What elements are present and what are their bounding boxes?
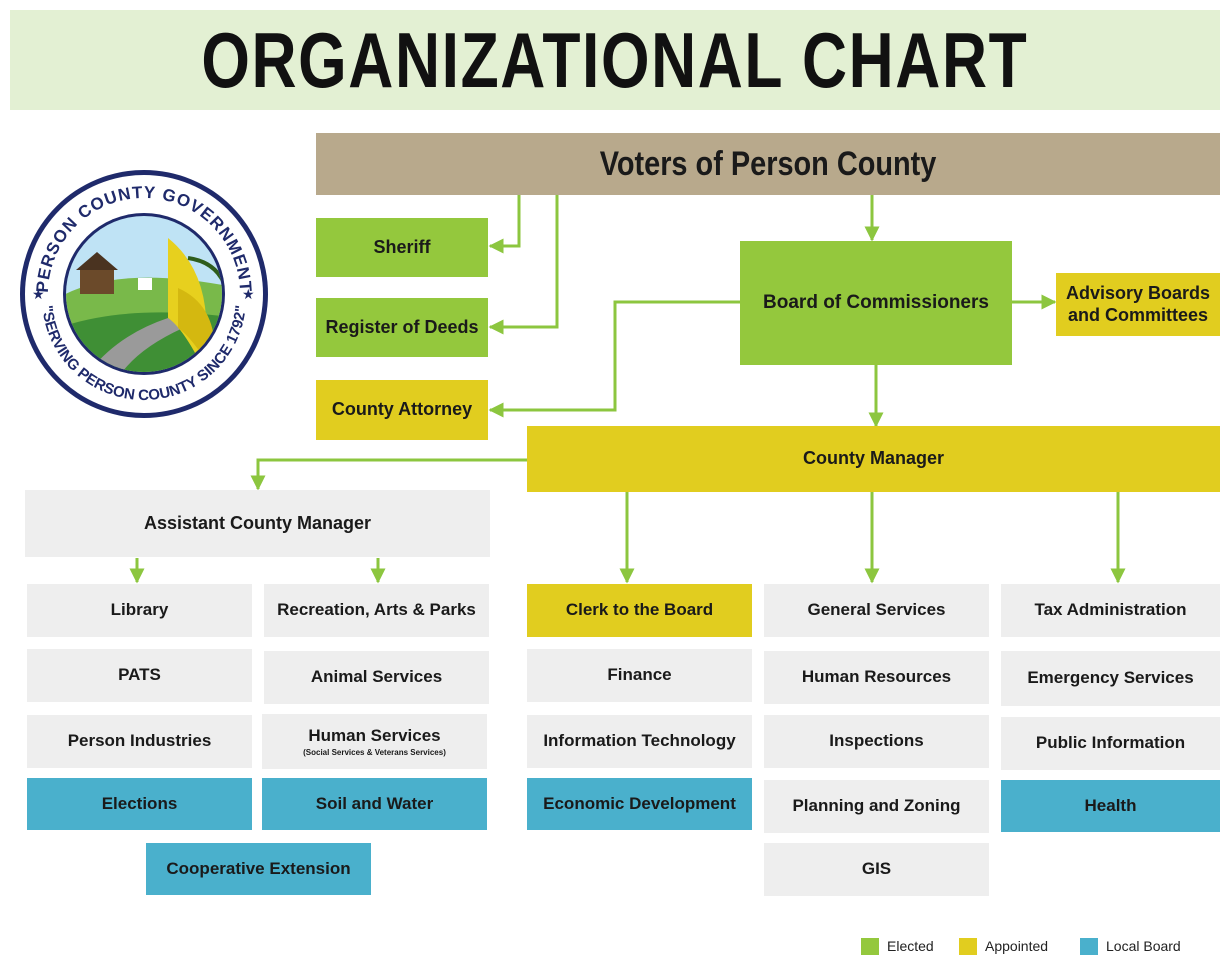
dept-human-resources: Human Resources [764, 651, 989, 704]
dept-library: Library [27, 584, 252, 637]
dept-public-information-label: Public Information [1035, 733, 1186, 753]
advisory-boards-label-line2: and Committees [1067, 304, 1209, 325]
dept-health: Health [1001, 780, 1220, 832]
county-attorney-box: County Attorney [316, 380, 488, 440]
register-of-deeds-box: Register of Deeds [316, 298, 488, 357]
county-attorney-label: County Attorney [331, 399, 473, 420]
dept-human-services-label: Human Services [308, 725, 441, 745]
legend-elected-swatch [861, 938, 879, 955]
legend-elected-label: Elected [887, 938, 934, 954]
dept-animal-services-label: Animal Services [310, 667, 443, 687]
chart-title: ORGANIZATIONAL CHART [201, 15, 1029, 104]
legend-appointed-label: Appointed [985, 938, 1049, 954]
legend-local-board-label: Local Board [1106, 938, 1181, 954]
dept-economic-development-label: Economic Development [543, 793, 736, 813]
dept-planning-and-zoning-label: Planning and Zoning [792, 796, 961, 816]
legend-appointed: Appointed [959, 938, 1048, 955]
county-seal: PERSON COUNTY GOVERNMENT "SERVING PERSON… [20, 170, 268, 418]
dept-finance-label: Finance [607, 665, 672, 685]
dept-recreation-label: Recreation, Arts & Parks [277, 600, 476, 620]
dept-soil-and-water-label: Soil and Water [315, 793, 434, 813]
legend-local-board-swatch [1080, 938, 1098, 955]
legend-elected: Elected [861, 938, 934, 955]
dept-information-technology: Information Technology [527, 715, 752, 768]
dept-library-label: Library [110, 600, 169, 620]
legend-appointed-swatch [959, 938, 977, 955]
voters-box: Voters of Person County [316, 133, 1220, 195]
assistant-county-manager-box: Assistant County Manager [25, 490, 490, 557]
dept-finance: Finance [527, 649, 752, 702]
advisory-boards-label-line1: Advisory Boards [1065, 282, 1211, 303]
dept-soil-and-water: Soil and Water [262, 778, 487, 830]
dept-elections: Elections [27, 778, 252, 830]
sheriff-label: Sheriff [373, 236, 431, 257]
dept-person-industries: Person Industries [27, 715, 252, 768]
register-of-deeds-label: Register of Deeds [325, 316, 479, 337]
dept-inspections-label: Inspections [829, 731, 924, 751]
dept-economic-development: Economic Development [527, 778, 752, 830]
dept-animal-services: Animal Services [264, 651, 489, 704]
dept-human-services-note: (Social Services & Veterans Services) [303, 747, 446, 757]
dept-public-information: Public Information [1001, 717, 1220, 770]
board-of-commissioners-label: Board of Commissioners [763, 291, 989, 313]
dept-pats: PATS [27, 649, 252, 702]
sheriff-box: Sheriff [316, 218, 488, 277]
dept-human-resources-label: Human Resources [801, 667, 952, 687]
dept-recreation: Recreation, Arts & Parks [264, 584, 489, 637]
dept-general-services-label: General Services [807, 600, 946, 620]
title-band: ORGANIZATIONAL CHART [10, 10, 1220, 110]
dept-tax-administration-label: Tax Administration [1034, 600, 1187, 620]
advisory-boards-box: Advisory Boards and Committees [1056, 273, 1220, 336]
dept-clerk-to-the-board-label: Clerk to the Board [565, 600, 714, 620]
dept-gis-label: GIS [861, 859, 892, 879]
seal-star-right: ★ [242, 287, 255, 303]
dept-tax-administration: Tax Administration [1001, 584, 1220, 637]
dept-emergency-services: Emergency Services [1001, 651, 1220, 706]
dept-person-industries-label: Person Industries [67, 731, 212, 751]
dept-clerk-to-the-board: Clerk to the Board [527, 584, 752, 637]
dept-inspections: Inspections [764, 715, 989, 768]
dept-planning-and-zoning: Planning and Zoning [764, 780, 989, 833]
county-manager-label: County Manager [802, 448, 944, 469]
assistant-county-manager-label: Assistant County Manager [143, 512, 372, 533]
county-manager-box: County Manager [527, 426, 1220, 492]
dept-cooperative-extension: Cooperative Extension [146, 843, 371, 895]
dept-gis: GIS [764, 843, 989, 896]
voters-label: Voters of Person County [599, 144, 937, 183]
legend-local-board: Local Board [1080, 938, 1181, 955]
seal-star-left: ★ [32, 287, 45, 303]
dept-human-services: Human Services (Social Services & Vetera… [262, 714, 487, 769]
dept-information-technology-label: Information Technology [543, 731, 736, 751]
dept-general-services: General Services [764, 584, 989, 637]
board-of-commissioners-box: Board of Commissioners [740, 241, 1012, 365]
dept-pats-label: PATS [118, 665, 161, 685]
dept-cooperative-extension-label: Cooperative Extension [166, 858, 351, 878]
dept-emergency-services-label: Emergency Services [1027, 668, 1194, 688]
dept-elections-label: Elections [101, 793, 178, 813]
dept-health-label: Health [1084, 795, 1137, 815]
